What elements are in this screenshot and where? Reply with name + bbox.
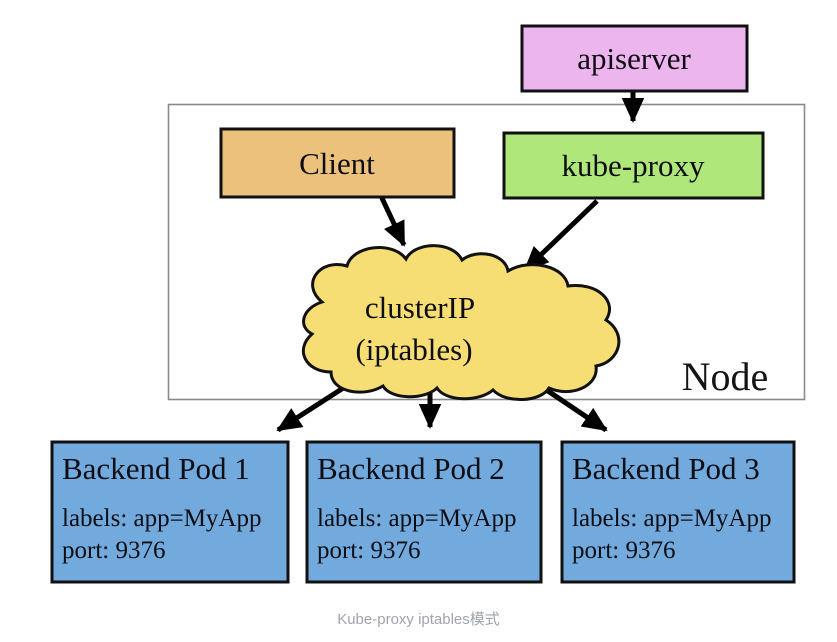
apiserver-label: apiserver [577, 41, 691, 76]
kube-proxy-label: kube-proxy [562, 148, 705, 183]
arrow-kube-proxy-to-clusterip [523, 199, 599, 272]
backend-pod-1-labels: labels: app=MyApp [62, 505, 262, 532]
kube-proxy-rect [502, 131, 765, 200]
apiserver-box: apiserver [520, 24, 749, 93]
backend-pod-1-port: port: 9376 [62, 537, 165, 564]
backend-pod-2-labels: labels: app=MyApp [317, 505, 517, 532]
arrow-clusterip-to-pod3 [543, 386, 608, 433]
clusterip-label-line1: clusterIP [365, 290, 475, 325]
backend-pod-1-title: Backend Pod 1 [62, 451, 250, 486]
client-rect [219, 127, 456, 199]
backend-pod-2-port: port: 9376 [317, 537, 420, 564]
apiserver-rect [520, 24, 749, 93]
backend-pod-2-title: Backend Pod 2 [317, 451, 505, 486]
node-boundary-rect [167, 103, 806, 401]
client-label: Client [299, 146, 375, 181]
figure-caption: Kube-proxy iptables模式 [337, 611, 500, 628]
backend-pod-3-rect [560, 440, 796, 584]
backend-pod-3-labels: labels: app=MyApp [572, 505, 772, 532]
backend-pod-1-rect [50, 440, 290, 584]
kube-proxy-box: kube-proxy [502, 131, 765, 200]
backend-pod-1-box: Backend Pod 1 labels: app=MyApp port: 93… [50, 440, 290, 584]
cloud-shape [301, 244, 621, 402]
clusterip-cloud: clusterIP (iptables) [301, 244, 621, 402]
arrow-client-to-clusterip [378, 194, 407, 247]
backend-pod-2-box: Backend Pod 2 labels: app=MyApp port: 93… [305, 440, 543, 584]
client-box: Client [219, 127, 456, 199]
backend-pod-2-rect [305, 440, 543, 584]
backend-pod-3-box: Backend Pod 3 labels: app=MyApp port: 93… [560, 440, 796, 584]
backend-pod-3-port: port: 9376 [572, 537, 675, 564]
node-label: Node [682, 354, 769, 399]
backend-pod-3-title: Backend Pod 3 [572, 451, 760, 486]
clusterip-label-line2: (iptables) [355, 332, 472, 367]
